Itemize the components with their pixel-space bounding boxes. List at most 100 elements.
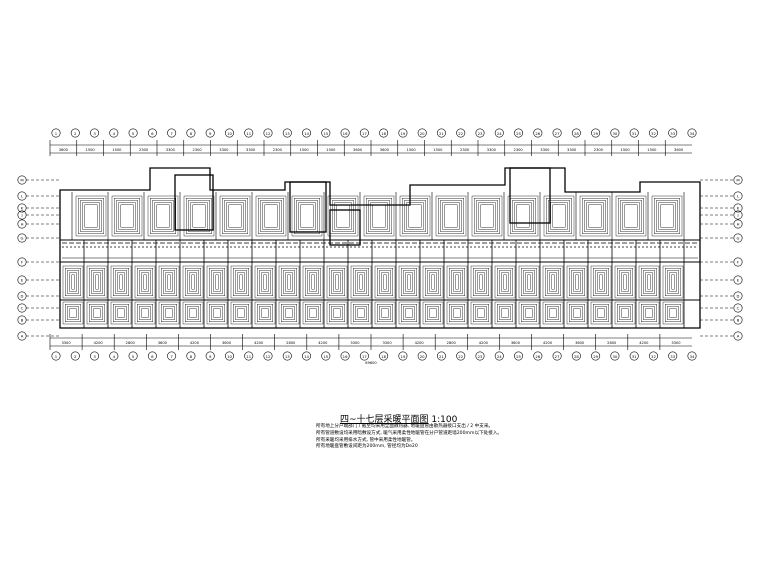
dimension-label: 3300 <box>540 148 550 152</box>
heating-coil <box>401 304 418 323</box>
axis-bubble <box>733 203 743 213</box>
axis-bubble <box>591 128 601 138</box>
heating-coil <box>285 308 293 318</box>
heating-coil <box>259 306 271 320</box>
heating-coil <box>597 308 605 318</box>
axis-label: 17 <box>362 354 367 359</box>
axis-bubble <box>109 351 119 361</box>
heating-coil <box>257 268 274 297</box>
heating-coil <box>239 274 243 290</box>
heating-coil <box>91 306 103 320</box>
axis-label: 13 <box>285 131 290 136</box>
axis-label: 19 <box>400 131 405 136</box>
axis-label: 19 <box>400 354 405 359</box>
heating-coil <box>444 204 458 228</box>
heating-coil <box>141 272 149 292</box>
axis-bubble <box>417 128 427 138</box>
heating-coil <box>254 265 276 299</box>
heating-coil <box>119 274 123 290</box>
axis-label: 22 <box>458 131 463 136</box>
heating-coil <box>84 204 98 228</box>
heating-coil <box>624 204 638 228</box>
heating-coil <box>377 268 394 297</box>
heating-coil <box>643 306 655 320</box>
heating-coil <box>188 200 210 232</box>
axis-bubble <box>629 128 639 138</box>
heating-coil <box>590 301 612 325</box>
heating-coil <box>116 200 138 232</box>
dimension-label: 3300 <box>567 148 577 152</box>
heating-coil <box>71 274 75 290</box>
axis-bubble <box>70 351 80 361</box>
heating-coil <box>499 270 511 294</box>
heating-coil <box>237 272 245 292</box>
heating-coil <box>573 272 581 292</box>
heating-coil <box>422 265 444 299</box>
heating-coil <box>117 308 125 318</box>
axis-label: 6 <box>151 131 154 136</box>
axis-label: 28 <box>574 131 579 136</box>
axis-bubble <box>70 128 80 138</box>
axis-bubble <box>109 128 119 138</box>
heating-coil <box>641 304 658 323</box>
heating-coil <box>158 301 180 325</box>
axis-bubble <box>648 351 658 361</box>
heating-coil <box>617 304 634 323</box>
heating-coil <box>230 301 252 325</box>
dimension-label: 4200 <box>318 341 328 345</box>
heating-coil <box>331 270 343 294</box>
heating-coil <box>623 274 627 290</box>
heating-coil <box>542 301 564 325</box>
axis-label: 24 <box>497 354 502 359</box>
dimension-label: 3300 <box>382 341 392 345</box>
heating-coil <box>208 268 225 297</box>
axis-label: 12 <box>266 131 271 136</box>
heating-coil <box>543 195 575 237</box>
axis-bubble <box>533 128 543 138</box>
heating-coil <box>305 304 322 323</box>
axis-bubble <box>668 351 678 361</box>
heating-coil <box>551 274 555 290</box>
axis-label: 3 <box>93 131 96 136</box>
axis-label: 28 <box>574 354 579 359</box>
axis-bubble <box>51 128 61 138</box>
axis-bubble <box>244 128 254 138</box>
heating-coil <box>191 274 195 290</box>
axis-label: F <box>737 260 739 265</box>
axis-bubble <box>417 351 427 361</box>
axis-label: C <box>21 306 24 311</box>
axis-label: D <box>21 294 24 299</box>
heating-coil <box>327 195 359 237</box>
heating-coil <box>497 268 514 297</box>
heating-coil <box>435 195 467 237</box>
heating-coil <box>206 301 228 325</box>
dimension-label: 4200 <box>543 341 553 345</box>
axis-label: 8 <box>190 131 193 136</box>
axis-label: C <box>737 306 740 311</box>
heating-coil <box>595 306 607 320</box>
axis-bubble <box>733 275 743 285</box>
heating-coil <box>75 195 107 237</box>
heating-coil <box>408 204 422 228</box>
heating-coil <box>335 274 339 290</box>
heating-coil <box>548 200 570 232</box>
note-line: 所有地暖盘管敷设间距为200mm, 管径均为De20 <box>316 444 418 450</box>
heating-coil <box>617 268 634 297</box>
axis-label: 23 <box>478 131 483 136</box>
heating-coil <box>149 197 176 234</box>
dimension-label: 3600 <box>158 341 168 345</box>
dimension-label: 3300 <box>166 148 176 152</box>
axis-bubble <box>379 351 389 361</box>
heating-coil <box>88 268 105 297</box>
axis-label: 15 <box>323 354 328 359</box>
heating-coil <box>278 265 300 299</box>
heating-coil <box>93 272 101 292</box>
heating-coil <box>283 306 295 320</box>
axis-label: A <box>737 334 740 339</box>
heating-coil <box>379 270 391 294</box>
dimension-label: 2800 <box>607 341 617 345</box>
heating-coil <box>263 274 267 290</box>
heating-coil <box>331 306 343 320</box>
heating-coil <box>542 265 564 299</box>
axis-label: 4 <box>113 354 116 359</box>
